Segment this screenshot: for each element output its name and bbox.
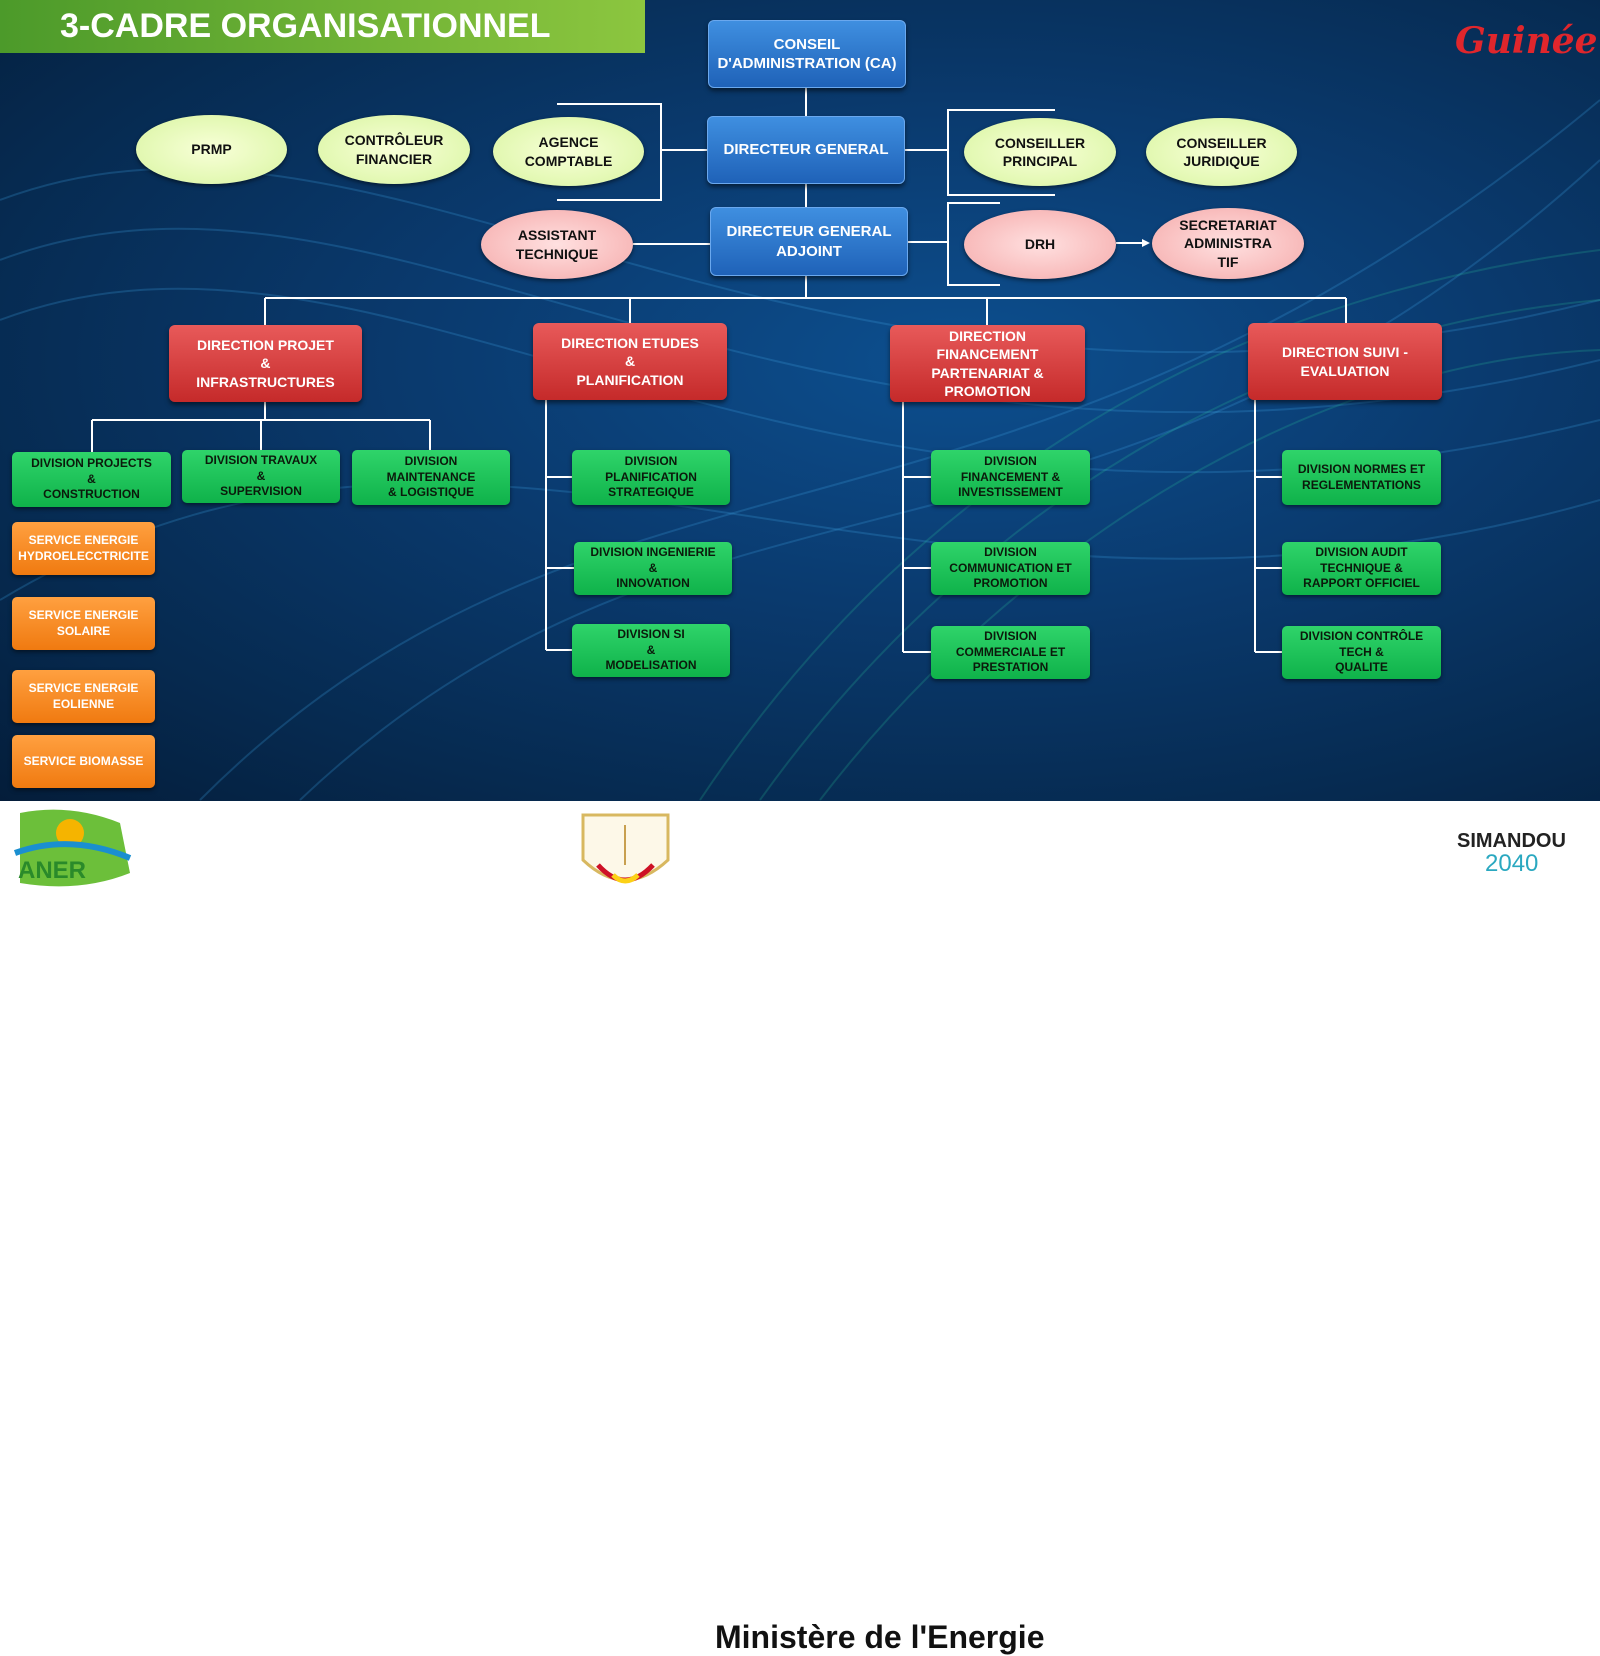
agence-comptable: AGENCE COMPTABLE [493,117,644,186]
controleur-financier: CONTRÔLEUR FINANCIER [318,115,470,184]
connector-lines [91,88,1347,653]
direction-projet: DIRECTION PROJET & INFRASTRUCTURES [169,325,362,402]
division: DIVISION COMMUNICATION ET PROMOTION [931,542,1090,595]
conseil-administration: CONSEIL D'ADMINISTRATION (CA) [708,20,906,88]
svg-text:2040: 2040 [1485,850,1538,877]
division: DIVISION NORMES ET REGLEMENTATIONS [1282,450,1441,505]
direction-etudes: DIRECTION ETUDES & PLANIFICATION [533,323,727,400]
directeur-general-adjoint: DIRECTEUR GENERAL ADJOINT [710,207,908,276]
secretariat-administratif: SECRETARIAT ADMINISTRA TIF [1152,208,1304,279]
service: SERVICE ENERGIE EOLIENNE [12,670,155,723]
wave-decoration [0,88,1600,801]
arrow-icon [1142,239,1150,247]
slide-background: 3-CADRE ORGANISATIONNEL Guinée CONSEIL D… [0,0,1600,801]
ministry-name: Ministère de l'Energie [715,1619,1045,1655]
prmp: PRMP [136,115,287,184]
conseiller-principal: CONSEILLER PRINCIPAL [964,118,1116,186]
division: DIVISION MAINTENANCE & LOGISTIQUE [352,450,510,505]
footer: ANER Ministère de l'Energie SIMANDOU 204… [0,801,1600,1655]
direction-suivi-evaluation: DIRECTION SUIVI - EVALUATION [1248,323,1442,400]
drh: DRH [964,210,1116,279]
assistant-technique: ASSISTANT TECHNIQUE [481,210,633,279]
service: SERVICE ENERGIE HYDROELECCTRICITE [12,522,155,575]
guinea-coat-of-arms [581,813,670,884]
division: DIVISION CONTRÔLE TECH & QUALITE [1282,626,1441,679]
division: DIVISION TRAVAUX & SUPERVISION [182,450,340,503]
service: SERVICE ENERGIE SOLAIRE [12,597,155,650]
guinee-logo: Guinée [1455,20,1598,62]
division: DIVISION COMMERCIALE ET PRESTATION [931,626,1090,679]
division: DIVISION INGENIERIE & INNOVATION [574,542,732,595]
division: DIVISION PROJECTS & CONSTRUCTION [12,452,171,507]
simandou-logo: SIMANDOU 2040 [1457,830,1566,877]
svg-text:SIMANDOU: SIMANDOU [1457,830,1566,852]
direction-financement: DIRECTION FINANCEMENT PARTENARIAT & PROM… [890,325,1085,402]
division: DIVISION SI & MODELISATION [572,624,730,677]
division: DIVISION AUDIT TECHNIQUE & RAPPORT OFFIC… [1282,542,1441,595]
service: SERVICE BIOMASSE [12,735,155,788]
directeur-general: DIRECTEUR GENERAL [707,116,905,184]
aner-logo: ANER [13,809,132,887]
division: DIVISION PLANIFICATION STRATEGIQUE [572,450,730,505]
division: DIVISION FINANCEMENT & INVESTISSEMENT [931,450,1090,505]
slide-title: 3-CADRE ORGANISATIONNEL [0,0,645,53]
svg-text:ANER: ANER [18,857,86,884]
conseiller-juridique: CONSEILLER JURIDIQUE [1146,118,1297,186]
